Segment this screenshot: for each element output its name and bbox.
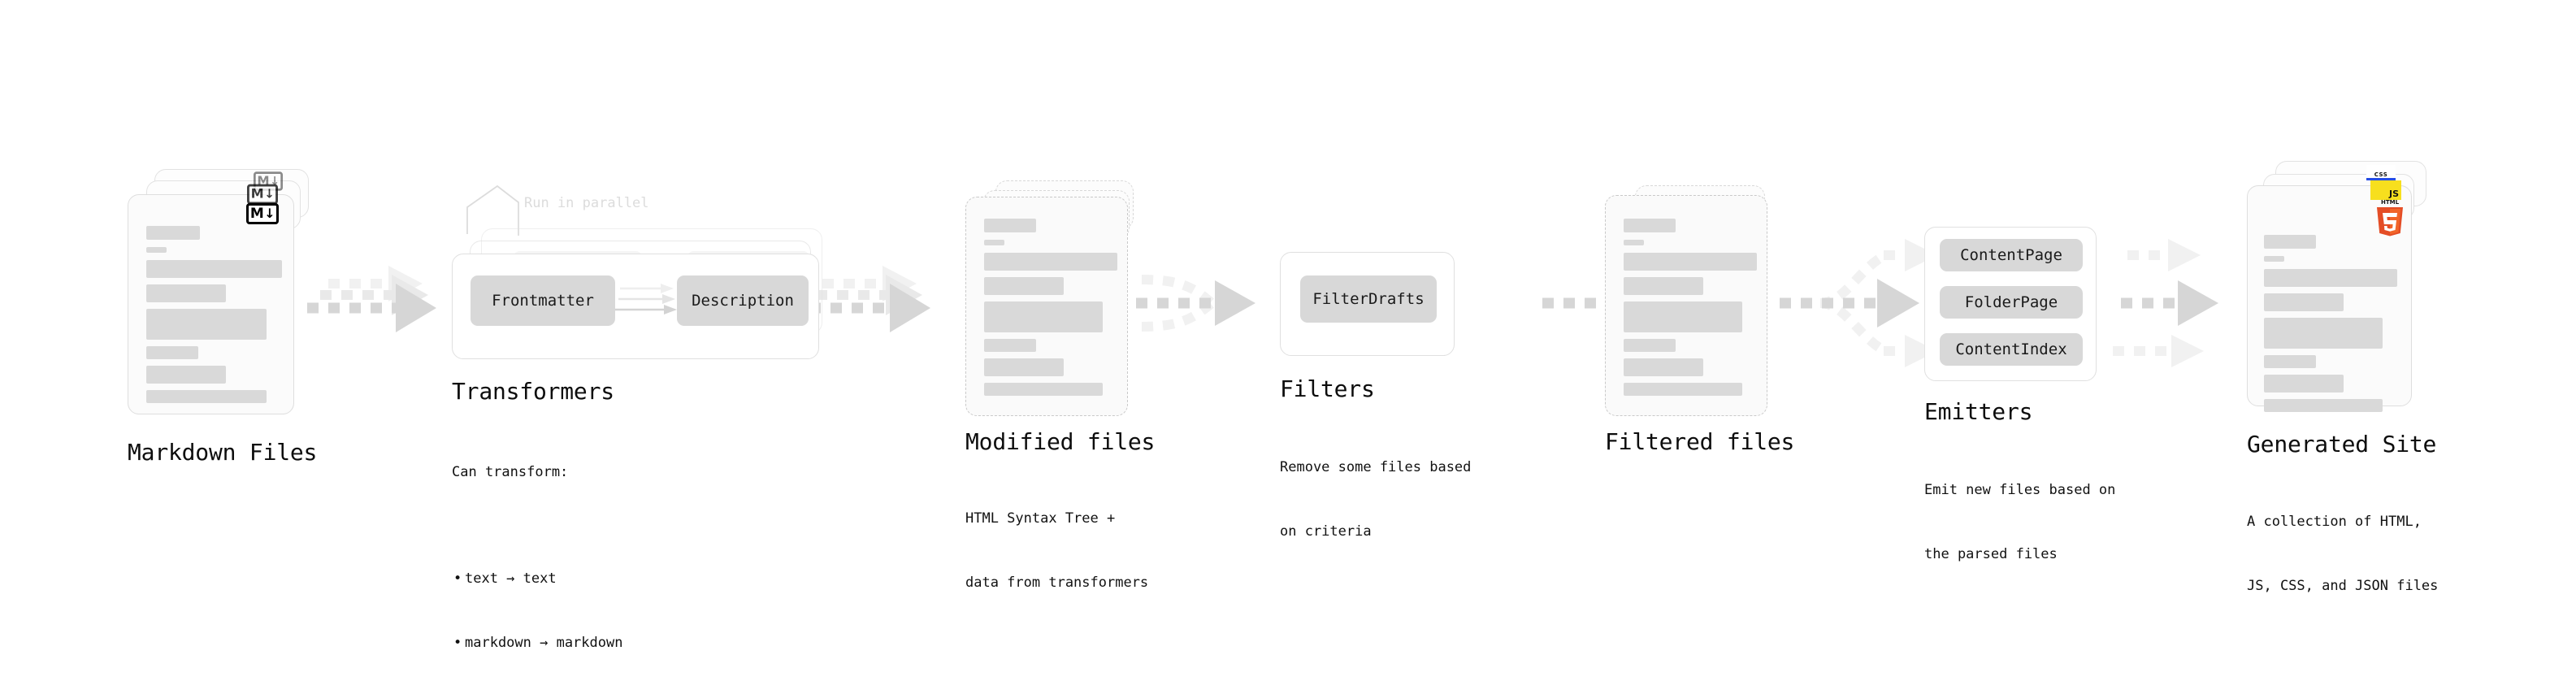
transform-item-text: text → text (453, 568, 622, 590)
filters-box: FilterDrafts (1280, 252, 1455, 356)
generated-caption-line-2: JS, CSS, and JSON files (2247, 577, 2439, 594)
chip-contentpage[interactable]: ContentPage (1940, 239, 2083, 271)
label-generated-site: Generated Site (2247, 431, 2437, 458)
chip-folderpage[interactable]: FolderPage (1940, 286, 2083, 319)
filters-caption: Remove some files based on criteria (1280, 414, 1471, 585)
markdown-card-front (128, 194, 294, 414)
label-filters: Filters (1280, 375, 1375, 402)
svg-text:HTML: HTML (2381, 199, 2400, 206)
modified-caption-line-2: data from transformers (965, 574, 1149, 591)
generated-caption: A collection of HTML, JS, CSS, and JSON … (2247, 468, 2438, 640)
emitters-caption-line-2: the parsed files (1924, 545, 2058, 562)
arrow-transformers-to-modified (809, 266, 930, 332)
generated-caption-line-1: A collection of HTML, (2247, 513, 2422, 530)
transform-item-markdown: markdown → markdown (453, 632, 623, 654)
label-modified-files: Modified files (965, 428, 1156, 455)
filtered-card-front (1605, 195, 1767, 416)
filters-caption-line-1: Remove some files based (1280, 458, 1472, 475)
modified-caption-line-1: HTML Syntax Tree + (965, 510, 1116, 527)
js-badge: JS (2370, 180, 2401, 200)
arrow-modified-to-filters (1136, 275, 1255, 332)
emitters-caption: Emit new files based on the parsed files (1924, 436, 2115, 608)
markdown-badge-front: M ↓ (246, 203, 279, 224)
chip-filterdrafts[interactable]: FilterDrafts (1300, 275, 1437, 323)
arrow-emitters-to-generated (2113, 239, 2218, 367)
chip-frontmatter[interactable]: Frontmatter (471, 275, 615, 326)
chip-description[interactable]: Description (677, 275, 809, 326)
css-badge: CSS (2366, 165, 2396, 180)
transformers-caption: Can transform: text → text markdown → ma… (452, 419, 622, 681)
html5-badge: HTML (2377, 199, 2403, 236)
chip-contentindex[interactable]: ContentIndex (1940, 333, 2083, 366)
transformers-box-front: Frontmatter Description (452, 254, 819, 359)
markdown-badge-letter: M (249, 205, 264, 222)
emitters-caption-line-1: Emit new files based on (1924, 481, 2116, 498)
transformers-caption-head: Can transform: (452, 463, 569, 480)
label-transformers: Transformers (452, 378, 614, 405)
arrow-filtered-to-emitters (1780, 239, 1937, 367)
label-markdown-files: Markdown Files (128, 439, 318, 466)
markdown-badge-mid: M↓ (247, 184, 278, 205)
markdown-badge-arrow: ↓ (264, 206, 275, 221)
modified-card-front (965, 197, 1128, 416)
arrow-markdown-to-transformers (307, 266, 436, 332)
modified-caption: HTML Syntax Tree + data from transformer… (965, 465, 1148, 636)
filters-caption-line-2: on criteria (1280, 523, 1372, 540)
label-filtered-files: Filtered files (1605, 428, 1795, 455)
run-in-parallel-note: Run in parallel (524, 195, 649, 211)
transformer-inner-arrows (615, 284, 677, 314)
emitters-box: ContentPage FolderPage ContentIndex (1924, 227, 2097, 381)
label-emitters: Emitters (1924, 398, 2033, 425)
